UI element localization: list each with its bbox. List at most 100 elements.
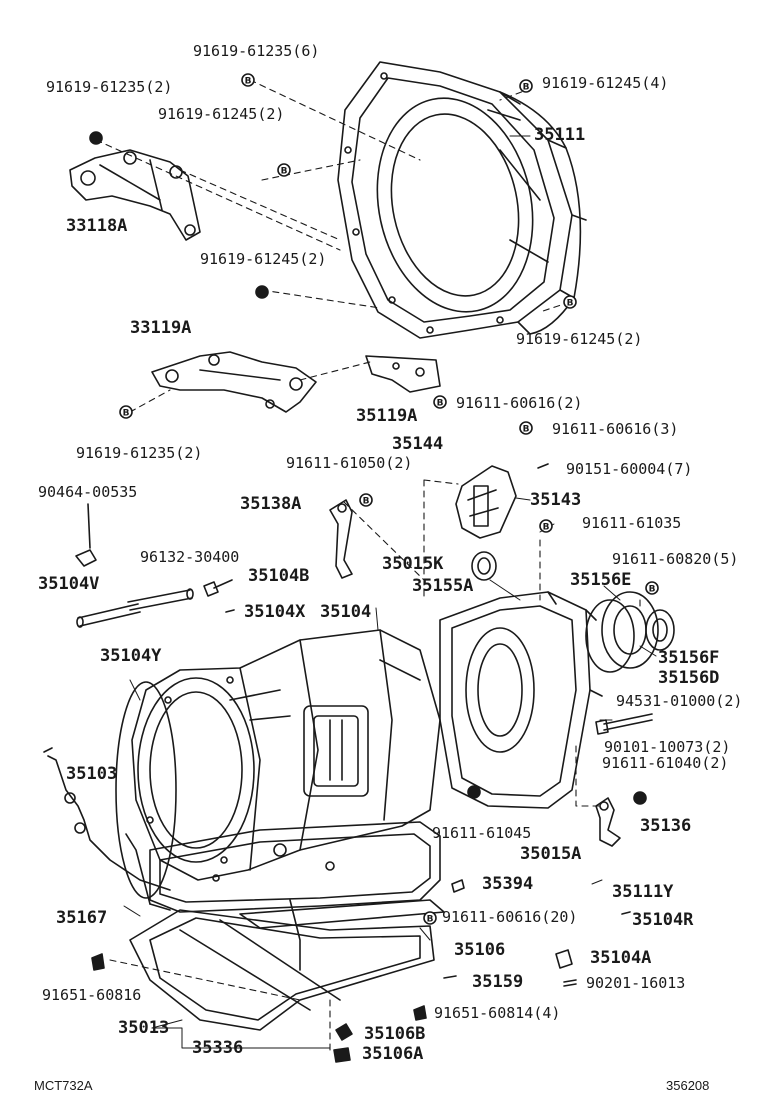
leader-lines (123, 135, 657, 1049)
converter-housing-drawing (337, 61, 587, 339)
breather-parts-drawing (75, 503, 233, 597)
bolt-marker: B (563, 295, 577, 309)
label-91651-60816: 91651-60816 (42, 986, 142, 1004)
bolt-marker: B (119, 405, 133, 419)
label-96132-30400: 96132-30400 (140, 548, 240, 566)
label-35119a: 35119A (356, 406, 418, 426)
label-90151-60004-7: 90151-60004(7) (566, 460, 693, 478)
diagram-code-right: 356208 (666, 1078, 710, 1093)
bolt-marker: B (539, 519, 553, 533)
label-35144: 35144 (392, 434, 444, 454)
svg-text:B: B (523, 83, 530, 93)
label-35394: 35394 (482, 874, 534, 894)
tubes-35104v-drawing (76, 588, 194, 628)
label-91611-61045: 91611-61045 (432, 824, 532, 842)
bolt-marker: B (519, 421, 533, 435)
svg-text:B: B (123, 409, 130, 419)
label-35104x: 35104X (244, 602, 306, 622)
label-35156e: 35156E (570, 570, 632, 590)
bracket-35143-drawing (455, 465, 517, 539)
lever-35136-drawing (595, 797, 621, 847)
bolt-marker: B (433, 395, 447, 409)
label-91611-60616-3: 91611-60616(3) (552, 420, 679, 438)
label-90101-10073-2: 90101-10073(2) (604, 738, 731, 756)
oil-strainer-drawing (129, 909, 435, 1031)
svg-text:B: B (543, 523, 550, 533)
label-35111y: 35111Y (612, 882, 674, 902)
label-35106b: 35106B (364, 1024, 426, 1044)
label-35155a: 35155A (412, 576, 474, 596)
label-35336: 35336 (192, 1038, 244, 1058)
bracket-33118a-drawing (69, 149, 201, 241)
label-94531-01000-2: 94531-01000(2) (616, 692, 743, 710)
bracket-33119a-drawing (151, 351, 317, 413)
svg-text:B: B (649, 585, 656, 595)
seal-35015k-drawing (471, 551, 497, 581)
svg-text:B: B (427, 915, 434, 925)
hardware-symbols (89, 131, 647, 1063)
svg-text:B: B (567, 299, 574, 309)
label-35143: 35143 (530, 490, 582, 510)
label-35104r: 35104R (632, 910, 694, 930)
label-91619-61245-2-c: 91619-61245(2) (516, 330, 643, 348)
extension-housing-drawing (439, 591, 603, 809)
label-91611-60616-2: 91611-60616(2) (456, 394, 583, 412)
label-90464-00535: 90464-00535 (38, 483, 138, 501)
bolt-marker: B (241, 73, 255, 87)
label-35015k: 35015K (382, 554, 444, 574)
bolt-marker: B (645, 581, 659, 595)
svg-text:B: B (437, 399, 444, 409)
label-91651-60814-4: 91651-60814(4) (434, 1004, 561, 1022)
bolt-marker: B (519, 79, 533, 93)
label-35104v: 35104V (38, 574, 100, 594)
label-33119a: 33119A (130, 318, 192, 338)
bolts-94531-drawing (595, 713, 653, 735)
label-91619-61245-2-a: 91619-61245(2) (158, 105, 285, 123)
label-91619-61235-2-bottom: 91619-61235(2) (76, 444, 203, 462)
label-91619-61235-2-top: 91619-61235(2) (46, 78, 173, 96)
bolt-marker: B (423, 911, 437, 925)
label-35013: 35013 (118, 1018, 170, 1038)
label-35136: 35136 (640, 816, 692, 836)
label-35167: 35167 (56, 908, 108, 928)
transmission-case-drawing (131, 629, 441, 881)
label-91611-61035: 91611-61035 (582, 514, 682, 532)
label-35104b: 35104B (248, 566, 310, 586)
label-35156d: 35156D (658, 668, 720, 688)
label-91611-60820-5: 91611-60820(5) (612, 550, 739, 568)
rear-seal-group-drawing (585, 591, 675, 673)
cable-35103-drawing (43, 747, 301, 971)
svg-text:B: B (523, 425, 530, 435)
diagram-code-left: MCT732A (34, 1078, 93, 1093)
label-35106: 35106 (454, 940, 506, 960)
label-91611-61050-2: 91611-61050(2) (286, 454, 413, 472)
label-35015a: 35015A (520, 844, 582, 864)
label-35111: 35111 (534, 125, 586, 145)
bolt-markers: B B B B B B B B B B B (119, 73, 659, 925)
label-91611-60616-20: 91611-60616(20) (442, 908, 578, 926)
bolt-marker: B (277, 163, 291, 177)
svg-text:B: B (363, 497, 370, 507)
lever-35138a-drawing (329, 499, 353, 579)
gasket-35104y-drawing (115, 681, 177, 899)
label-91619-61245-2-b: 91619-61245(2) (200, 250, 327, 268)
label-35103: 35103 (66, 764, 118, 784)
label-35104y: 35104Y (100, 646, 162, 666)
label-91619-61245-4: 91619-61245(4) (542, 74, 669, 92)
bolt-marker: B (359, 493, 373, 507)
label-35159: 35159 (472, 972, 524, 992)
label-35104: 35104 (320, 602, 372, 622)
label-35156f: 35156F (658, 648, 720, 668)
label-33118a: 33118A (66, 216, 128, 236)
svg-text:B: B (281, 167, 288, 177)
label-35138a: 35138A (240, 494, 302, 514)
svg-text:B: B (245, 77, 252, 87)
label-35106a: 35106A (362, 1044, 424, 1064)
label-35104a: 35104A (590, 948, 652, 968)
plate-35119a-drawing (365, 355, 441, 393)
label-90201-16013: 90201-16013 (586, 974, 686, 992)
label-91611-61040-2: 91611-61040(2) (602, 754, 729, 772)
label-91619-61235-6: 91619-61235(6) (193, 42, 320, 60)
